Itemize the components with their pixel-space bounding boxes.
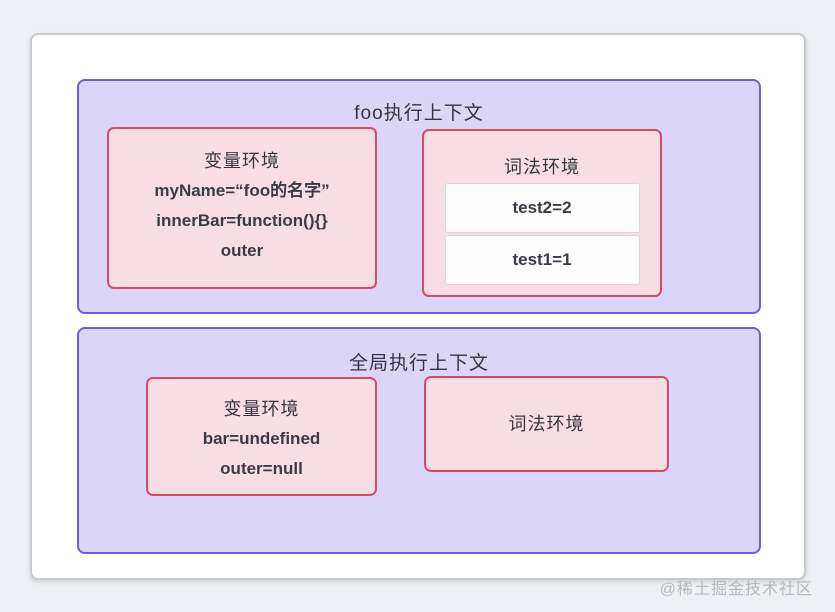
diagram-canvas: foo执行上下文 变量环境 myName=“foo的名字” innerBar=f…	[30, 33, 806, 580]
execution-context-foo: foo执行上下文 变量环境 myName=“foo的名字” innerBar=f…	[77, 79, 761, 314]
execution-context-global: 全局执行上下文 变量环境 bar=undefined outer=null 词法…	[77, 327, 761, 554]
variable-line: myName=“foo的名字”	[154, 181, 330, 200]
context-title-global: 全局执行上下文	[348, 353, 489, 374]
lexical-entry: test1=1	[444, 235, 640, 285]
variable-line: outer	[220, 241, 264, 260]
lexical-environment-global: 词法环境	[424, 376, 669, 472]
variable-environment-global: 变量环境 bar=undefined outer=null	[146, 377, 377, 496]
variable-environment-foo: 变量环境 myName=“foo的名字” innerBar=function()…	[107, 127, 377, 289]
context-title-foo: foo执行上下文	[354, 103, 484, 124]
lexical-environment-foo: 词法环境 test2=2 test1=1	[422, 129, 662, 297]
lexical-environment-title: 词法环境	[508, 414, 585, 434]
watermark: @稀土掘金技术社区	[659, 581, 813, 598]
variable-environment-title: 变量环境	[204, 151, 280, 171]
variable-line: innerBar=function(){}	[156, 211, 328, 230]
variable-line: outer=null	[220, 459, 303, 478]
variable-environment-title: 变量环境	[223, 399, 300, 419]
lexical-environment-title: 词法环境	[504, 157, 580, 177]
variable-line: bar=undefined	[202, 429, 321, 448]
lexical-entry: test2=2	[444, 183, 640, 233]
